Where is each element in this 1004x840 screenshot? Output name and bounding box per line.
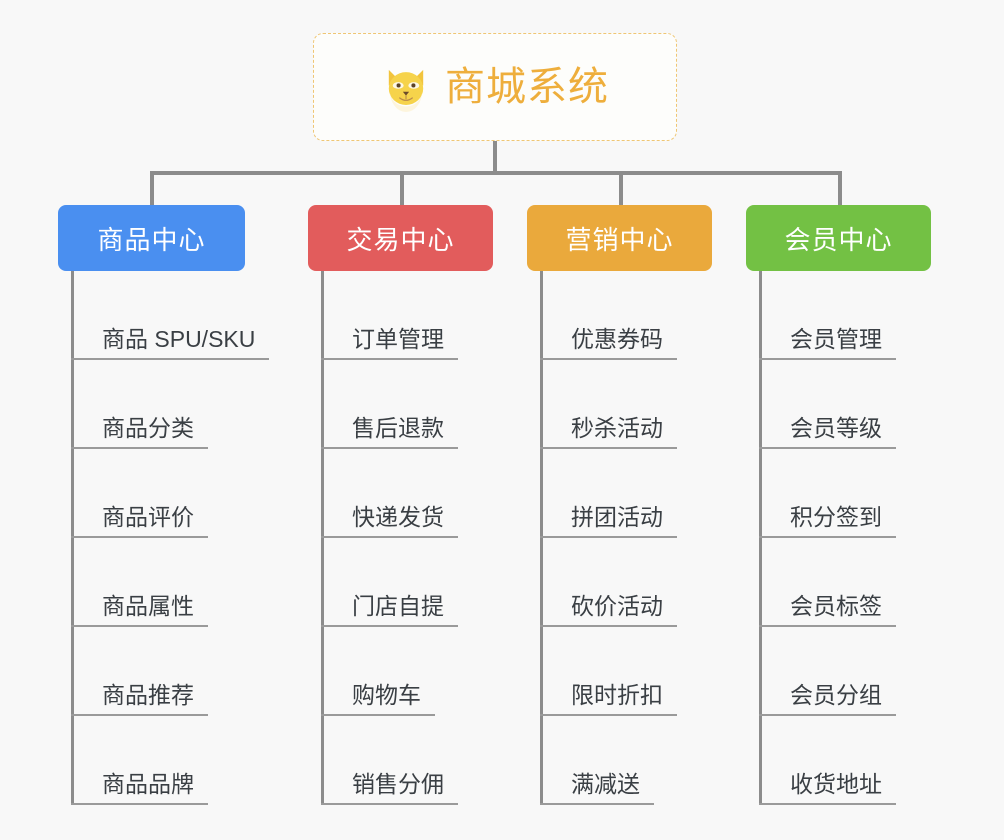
leaf-item-label: 会员等级 (759, 415, 896, 449)
leaf-item[interactable]: 会员分组 (759, 627, 931, 716)
root-node[interactable]: 商城系统 (313, 33, 677, 141)
leaf-item-label: 砍价活动 (540, 593, 677, 627)
category-label: 交易中心 (346, 224, 455, 255)
leaf-item[interactable]: 订单管理 (321, 271, 493, 360)
connector-horizontal-bus (150, 171, 840, 175)
connector-drop-2 (400, 171, 404, 207)
connector-spine-3 (540, 271, 543, 805)
leaf-item-label: 商品品牌 (71, 771, 208, 805)
connector-drop-3 (619, 171, 623, 207)
category-header-4[interactable]: 会员中心 (746, 205, 931, 271)
leaf-item-label: 商品分类 (71, 415, 208, 449)
leaf-item-label: 销售分佣 (321, 771, 458, 805)
leaf-item-label: 商品推荐 (71, 682, 208, 716)
leaf-item[interactable]: 商品推荐 (71, 627, 245, 716)
category-header-1[interactable]: 商品中心 (58, 205, 245, 271)
leaf-item-label: 限时折扣 (540, 682, 677, 716)
leaf-item-label: 收货地址 (759, 771, 896, 805)
leaf-item-label: 门店自提 (321, 593, 458, 627)
leaf-item[interactable]: 会员标签 (759, 538, 931, 627)
leaf-item[interactable]: 商品分类 (71, 360, 245, 449)
leaf-item[interactable]: 收货地址 (759, 716, 931, 805)
connector-spine-2 (321, 271, 324, 805)
leaf-item-label: 商品 SPU/SKU (71, 326, 270, 360)
root-title: 商城系统 (445, 65, 609, 109)
leaf-item-label: 购物车 (321, 682, 435, 716)
connector-root-stem (493, 141, 497, 173)
category-column-4: 会员中心会员管理会员等级积分签到会员标签会员分组收货地址 (746, 205, 931, 805)
leaf-item[interactable]: 会员管理 (759, 271, 931, 360)
connector-drop-1 (150, 171, 154, 207)
leaf-list-2: 订单管理售后退款快递发货门店自提购物车销售分佣 (321, 271, 493, 805)
leaf-item[interactable]: 商品属性 (71, 538, 245, 627)
leaf-item[interactable]: 销售分佣 (321, 716, 493, 805)
category-label: 会员中心 (784, 224, 893, 255)
leaf-item[interactable]: 满减送 (540, 716, 712, 805)
leaf-item[interactable]: 售后退款 (321, 360, 493, 449)
leaf-item[interactable]: 砍价活动 (540, 538, 712, 627)
leaf-item-label: 商品属性 (71, 593, 208, 627)
leaf-item[interactable]: 积分签到 (759, 449, 931, 538)
category-header-3[interactable]: 营销中心 (527, 205, 712, 271)
leaf-list-1: 商品 SPU/SKU 商品分类商品评价商品属性商品推荐商品品牌 (71, 271, 270, 805)
category-column-2: 交易中心订单管理售后退款快递发货门店自提购物车销售分佣 (308, 205, 493, 805)
category-column-3: 营销中心优惠券码秒杀活动拼团活动砍价活动限时折扣满减送 (527, 205, 712, 805)
connector-drop-4 (838, 171, 842, 207)
category-label: 商品中心 (97, 224, 206, 255)
leaf-list-3: 优惠券码秒杀活动拼团活动砍价活动限时折扣满减送 (540, 271, 712, 805)
leaf-item[interactable]: 拼团活动 (540, 449, 712, 538)
leaf-item[interactable]: 快递发货 (321, 449, 493, 538)
leaf-item-label: 满减送 (540, 771, 654, 805)
leaf-item-label: 会员管理 (759, 326, 896, 360)
leaf-item-label: 快递发货 (321, 504, 458, 538)
leaf-item[interactable]: 购物车 (321, 627, 493, 716)
leaf-item[interactable]: 优惠券码 (540, 271, 712, 360)
leaf-item[interactable]: 商品评价 (71, 449, 245, 538)
leaf-item-label: 拼团活动 (540, 504, 677, 538)
category-column-1: 商品中心商品 SPU/SKU 商品分类商品评价商品属性商品推荐商品品牌 (58, 205, 270, 805)
connector-spine-1 (71, 271, 74, 805)
leaf-item[interactable]: 秒杀活动 (540, 360, 712, 449)
category-label: 营销中心 (565, 224, 674, 255)
leaf-item[interactable]: 商品品牌 (71, 716, 245, 805)
leaf-item-label: 积分签到 (759, 504, 896, 538)
leaf-item-label: 秒杀活动 (540, 415, 677, 449)
connector-spine-4 (759, 271, 762, 805)
leaf-item-label: 售后退款 (321, 415, 458, 449)
leaf-item-label: 商品评价 (71, 504, 208, 538)
leaf-list-4: 会员管理会员等级积分签到会员标签会员分组收货地址 (759, 271, 931, 805)
leaf-item[interactable]: 商品 SPU/SKU (71, 271, 270, 360)
category-header-2[interactable]: 交易中心 (308, 205, 493, 271)
leaf-item[interactable]: 会员等级 (759, 360, 931, 449)
leaf-item-label: 会员分组 (759, 682, 896, 716)
leaf-item-label: 优惠券码 (540, 326, 677, 360)
leaf-item-label: 会员标签 (759, 593, 896, 627)
leaf-item-label: 订单管理 (321, 326, 458, 360)
leaf-item[interactable]: 门店自提 (321, 538, 493, 627)
shiba-dog-face-icon (388, 69, 424, 112)
leaf-item[interactable]: 限时折扣 (540, 627, 712, 716)
